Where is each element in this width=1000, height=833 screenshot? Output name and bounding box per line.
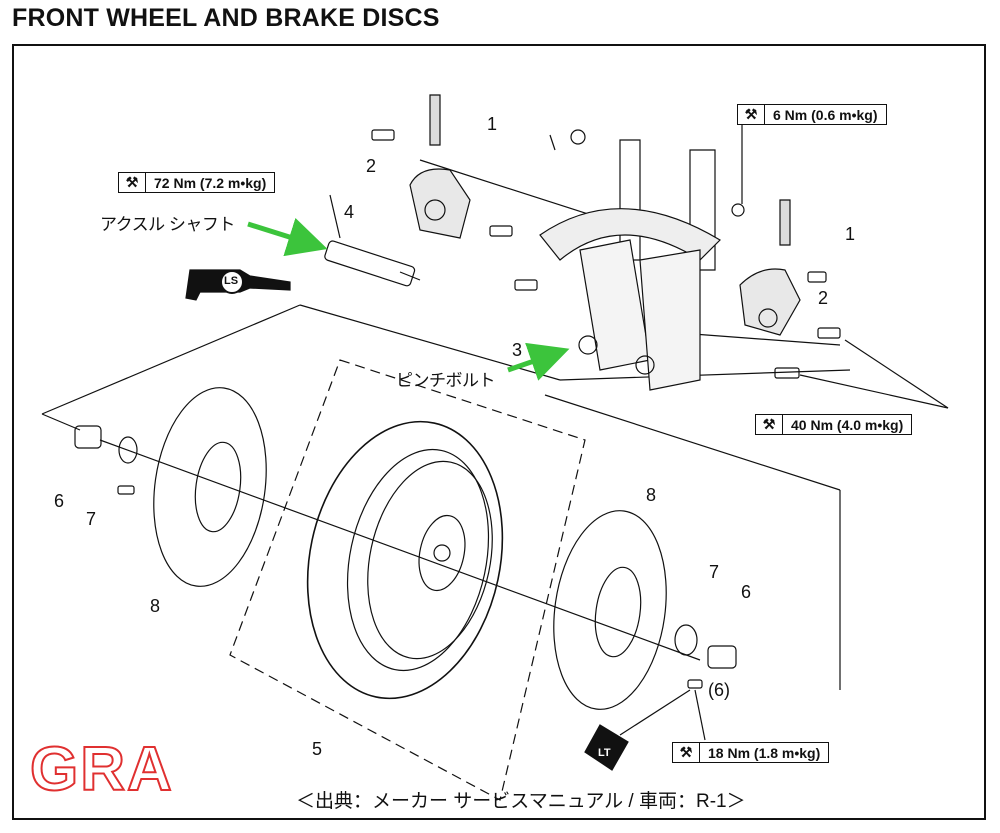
part-number: 1 [845, 224, 856, 244]
part-number: (6) [708, 680, 730, 700]
ls-grease-icon: LS [224, 275, 239, 287]
part-number: 2 [818, 288, 829, 308]
torque-value: 18 Nm (1.8 m•kg) [708, 744, 821, 761]
torque-wrench-icon: ⚒ [673, 743, 700, 762]
part-number: 3 [512, 340, 523, 360]
torque-value: 72 Nm (7.2 m•kg) [154, 174, 267, 191]
axle-shaft-label: アクスル シャフト [100, 215, 235, 234]
part-number: 5 [312, 739, 323, 759]
torque-value: 6 Nm (0.6 m•kg) [773, 106, 878, 123]
torque-spec-caliper: ⚒ 40 Nm (4.0 m•kg) [755, 414, 913, 435]
part-number: 8 [646, 485, 657, 505]
page-title: FRONT WHEEL AND BRAKE DISCS [12, 4, 440, 32]
part-number: 7 [86, 509, 97, 529]
torque-spec-nut: ⚒ 6 Nm (0.6 m•kg) [737, 104, 887, 125]
pinch-bolt-label: ピンチボルト [396, 371, 496, 390]
gra-logo: GRA [29, 734, 174, 805]
torque-spec-axle: ⚒ 72 Nm (7.2 m•kg) [118, 172, 276, 193]
part-number: 1 [487, 114, 498, 134]
torque-wrench-icon: ⚒ [738, 105, 765, 124]
part-number: 2 [366, 156, 377, 176]
part-number: 8 [150, 596, 161, 616]
part-number: 6 [741, 582, 752, 602]
source-citation: ＜出典：メーカー サービスマニュアル / 車両：R-1＞ [296, 791, 746, 812]
part-number: 4 [344, 202, 355, 222]
torque-wrench-icon: ⚒ [756, 415, 783, 434]
torque-spec-disc: ⚒ 18 Nm (1.8 m•kg) [672, 742, 830, 763]
lt-locktite-icon: LT [598, 747, 611, 759]
torque-wrench-icon: ⚒ [119, 173, 146, 192]
part-number: 7 [709, 562, 720, 582]
diagram-frame [12, 44, 986, 820]
torque-value: 40 Nm (4.0 m•kg) [791, 416, 904, 433]
part-number: 6 [54, 491, 65, 511]
